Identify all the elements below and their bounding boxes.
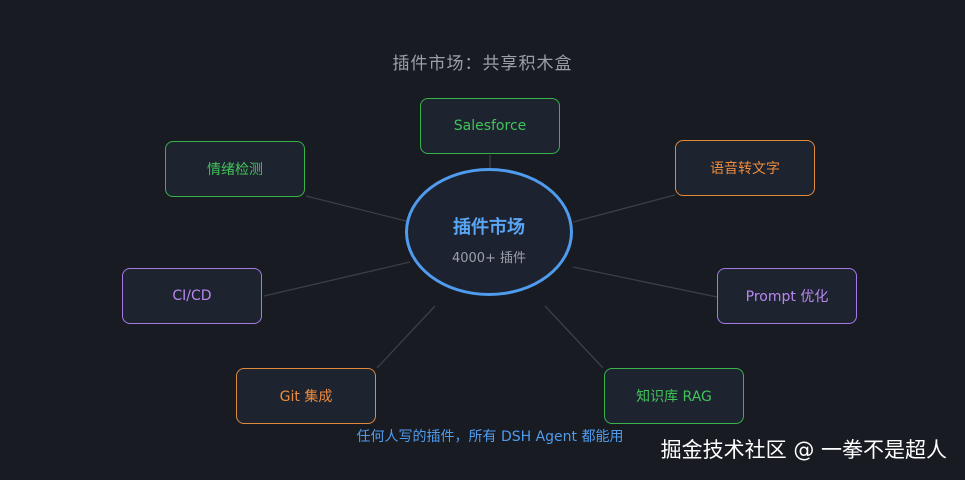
- plugin-label: Git 集成: [279, 389, 333, 405]
- plugin-node-cicd: CI/CD: [122, 268, 262, 324]
- plugin-node-emotion: 情绪检测: [165, 141, 305, 197]
- connector-rag: [544, 305, 604, 369]
- plugin-node-speech-to-text: 语音转文字: [675, 140, 815, 196]
- connector-emotion: [305, 195, 419, 225]
- connector-cicd: [263, 261, 411, 297]
- connector-speech-to-text: [572, 194, 676, 223]
- plugin-node-git: Git 集成: [236, 368, 376, 424]
- diagram-caption: 任何人写的插件，所有 DSH Agent 都能用: [356, 429, 624, 445]
- hub-title: 插件市场: [453, 217, 525, 238]
- plugin-node-rag: 知识库 RAG: [604, 368, 744, 424]
- plugin-label: Prompt 优化: [745, 289, 829, 305]
- plugin-node-prompt-optimize: Prompt 优化: [717, 268, 857, 324]
- plugin-label: 情绪检测: [207, 162, 263, 178]
- plugin-label: 语音转文字: [710, 161, 780, 177]
- diagram-title: 插件市场：共享积木盒: [392, 54, 573, 74]
- plugin-market-hub: 插件市场 4000+ 插件: [405, 168, 573, 296]
- connector-prompt-optimize: [572, 266, 718, 298]
- plugin-label: CI/CD: [172, 288, 212, 304]
- plugin-node-salesforce: Salesforce: [420, 98, 560, 154]
- plugin-label: 知识库 RAG: [636, 389, 712, 405]
- plugin-label: Salesforce: [453, 118, 527, 134]
- watermark: 掘金技术社区 @ 一拳不是超人: [660, 438, 947, 462]
- connector-git: [376, 305, 436, 369]
- hub-subtitle: 4000+ 插件: [451, 251, 527, 266]
